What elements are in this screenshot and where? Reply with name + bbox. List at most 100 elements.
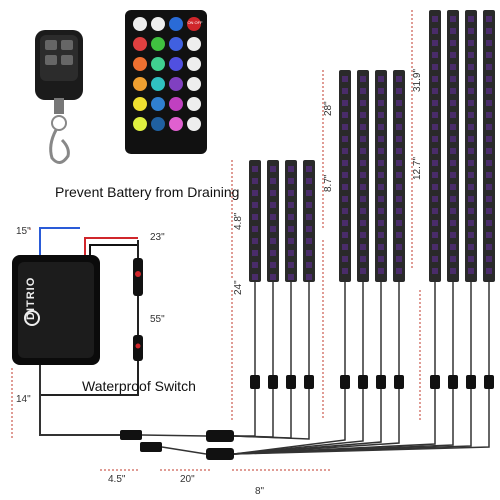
remote-button (187, 77, 201, 91)
remote-button (151, 97, 165, 111)
led-chip (450, 28, 456, 34)
measure-lines (11, 10, 421, 471)
led-chip (486, 196, 492, 202)
led-chip (342, 220, 348, 226)
led-chip (342, 208, 348, 214)
length-31-9: 31.9" (412, 68, 423, 92)
remote-button (169, 117, 183, 131)
led-chip (378, 208, 384, 214)
length-8-7: 8.7" (323, 174, 334, 192)
led-chip (378, 232, 384, 238)
led-chip (270, 262, 276, 268)
led-chip (288, 190, 294, 196)
led-chip (378, 172, 384, 178)
led-chip (270, 166, 276, 172)
led-chip (486, 16, 492, 22)
led-chip (486, 40, 492, 46)
led-chip (270, 274, 276, 280)
led-chip (486, 148, 492, 154)
led-chip (486, 136, 492, 142)
led-chip (306, 178, 312, 184)
led-chip (450, 232, 456, 238)
length-20: 20" (180, 474, 195, 485)
led-chip (360, 148, 366, 154)
remote-button (133, 57, 147, 71)
led-chip (252, 226, 258, 232)
led-chip (486, 160, 492, 166)
remote-button (133, 117, 147, 131)
length-55: 55" (150, 314, 165, 325)
fanout-wire (233, 389, 400, 455)
led-chip (342, 256, 348, 262)
led-chip (450, 124, 456, 130)
led-chip (468, 208, 474, 214)
led-chip (468, 100, 474, 106)
led-chip (360, 232, 366, 238)
led-chip (396, 232, 402, 238)
led-chip (432, 208, 438, 214)
led-chip (396, 136, 402, 142)
led-chip (450, 208, 456, 214)
led-chip (450, 52, 456, 58)
led-chip (486, 268, 492, 274)
led-chip (468, 196, 474, 202)
led-chip (432, 28, 438, 34)
led-chip (270, 214, 276, 220)
remote-button (169, 57, 183, 71)
led-chip (306, 214, 312, 220)
led-chip (360, 76, 366, 82)
led-chip (468, 160, 474, 166)
led-chip (360, 208, 366, 214)
led-chip (252, 274, 258, 280)
led-chip (342, 124, 348, 130)
brand-logo: DITRIO (25, 276, 37, 320)
led-chip (486, 88, 492, 94)
led-chip (396, 88, 402, 94)
strip-connector (340, 375, 350, 389)
strip-connector (484, 375, 494, 389)
led-chip (270, 190, 276, 196)
strip-connector (466, 375, 476, 389)
length-12-7: 12.7" (412, 156, 423, 180)
led-chip (360, 220, 366, 226)
led-chip (450, 64, 456, 70)
remote-button (133, 17, 147, 31)
led-chip (486, 220, 492, 226)
led-chip (432, 124, 438, 130)
led-chip (450, 160, 456, 166)
led-chip (432, 184, 438, 190)
led-chip (450, 256, 456, 262)
led-chip (378, 124, 384, 130)
remote-button (169, 77, 183, 91)
led-chip (486, 172, 492, 178)
led-chip (432, 232, 438, 238)
led-chip (468, 232, 474, 238)
strip-connector (250, 375, 260, 389)
led-chip (396, 196, 402, 202)
led-chip (306, 250, 312, 256)
led-chip (450, 76, 456, 82)
led-chip (306, 238, 312, 244)
led-chip (396, 220, 402, 226)
led-strip (429, 10, 441, 282)
led-chip (432, 112, 438, 118)
led-chip (450, 40, 456, 46)
led-chip (342, 76, 348, 82)
led-chip (306, 274, 312, 280)
led-chip (486, 100, 492, 106)
led-chip (396, 124, 402, 130)
remote-button (133, 77, 147, 91)
led-chip (432, 220, 438, 226)
led-chip (252, 202, 258, 208)
led-chip (396, 184, 402, 190)
prevent-battery-heading: Prevent Battery from Draining (55, 184, 240, 200)
remote-button (151, 37, 165, 51)
led-chip (432, 100, 438, 106)
led-chip (432, 52, 438, 58)
led-chip (468, 112, 474, 118)
led-chip (378, 88, 384, 94)
led-chip (486, 112, 492, 118)
led-chip (450, 100, 456, 106)
led-chip (468, 256, 474, 262)
